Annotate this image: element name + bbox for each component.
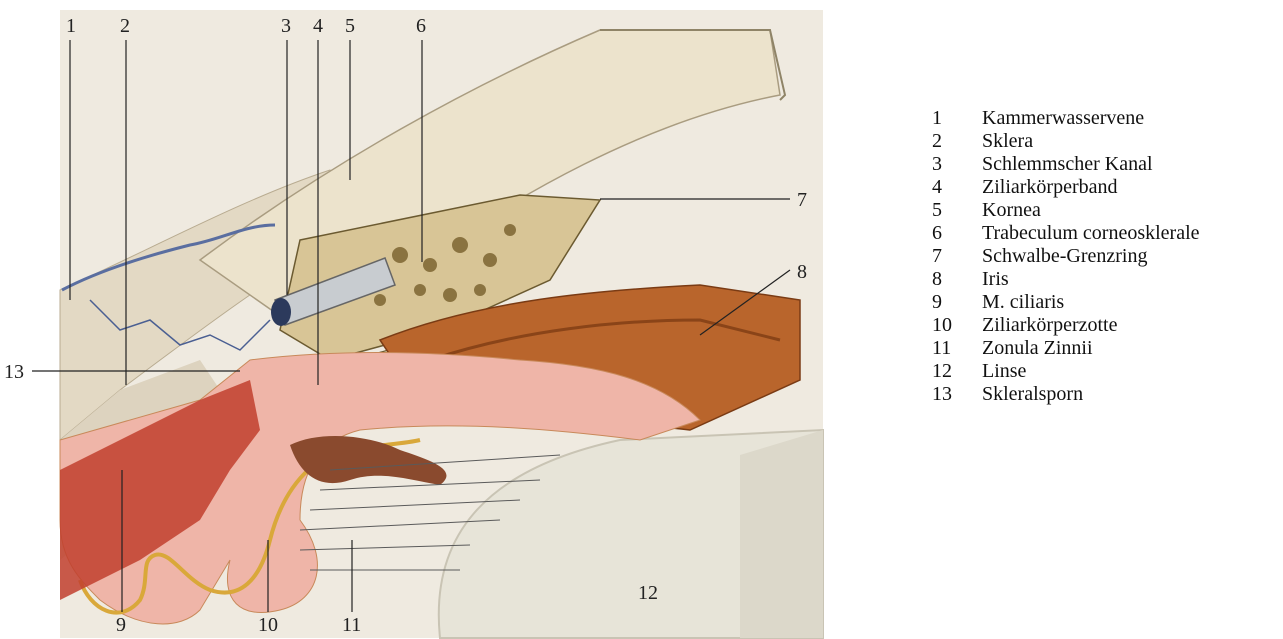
callout-8: 8 [797,261,807,283]
legend-label: Ziliarkörperband [982,176,1118,199]
legend-number: 7 [932,245,982,268]
eye-angle-illustration [60,10,823,638]
legend-label: Iris [982,268,1009,291]
legend-number: 8 [932,268,982,291]
callout-6: 6 [416,15,426,37]
legend-label: Kammerwasservene [982,107,1144,130]
legend-number: 10 [932,314,982,337]
legend-number: 13 [932,383,982,406]
callout-1: 1 [66,15,76,37]
callout-5: 5 [345,15,355,37]
legend-number: 3 [932,153,982,176]
legend-label: Linse [982,360,1026,383]
callout-11: 11 [342,614,361,636]
legend-label: Ziliarkörperzotte [982,314,1118,337]
legend-number: 9 [932,291,982,314]
legend-number: 6 [932,222,982,245]
legend-number: 11 [932,337,982,360]
callout-12: 12 [638,582,658,604]
callout-10: 10 [258,614,278,636]
callout-2: 2 [120,15,130,37]
legend-number: 12 [932,360,982,383]
schlemm-canal-opening [271,298,291,326]
callout-3: 3 [281,15,291,37]
callout-9: 9 [116,614,126,636]
legend-label: Zonula Zinnii [982,337,1093,360]
legend-label: Schwalbe-Grenzring [982,245,1148,268]
legend-number: 5 [932,199,982,222]
callout-7: 7 [797,189,807,211]
callout-4: 4 [313,15,323,37]
lens-cut-face [740,430,823,638]
legend-label: Sklera [982,130,1033,153]
legend-number: 2 [932,130,982,153]
legend-label: Skleralsporn [982,383,1083,406]
legend-number: 1 [932,107,982,130]
legend-label: Kornea [982,199,1041,222]
legend-label: Trabeculum corneosklerale [982,222,1200,245]
callout-13: 13 [4,361,24,383]
legend-label: M. ciliaris [982,291,1064,314]
legend-label: Schlemmscher Kanal [982,153,1153,176]
legend-number: 4 [932,176,982,199]
